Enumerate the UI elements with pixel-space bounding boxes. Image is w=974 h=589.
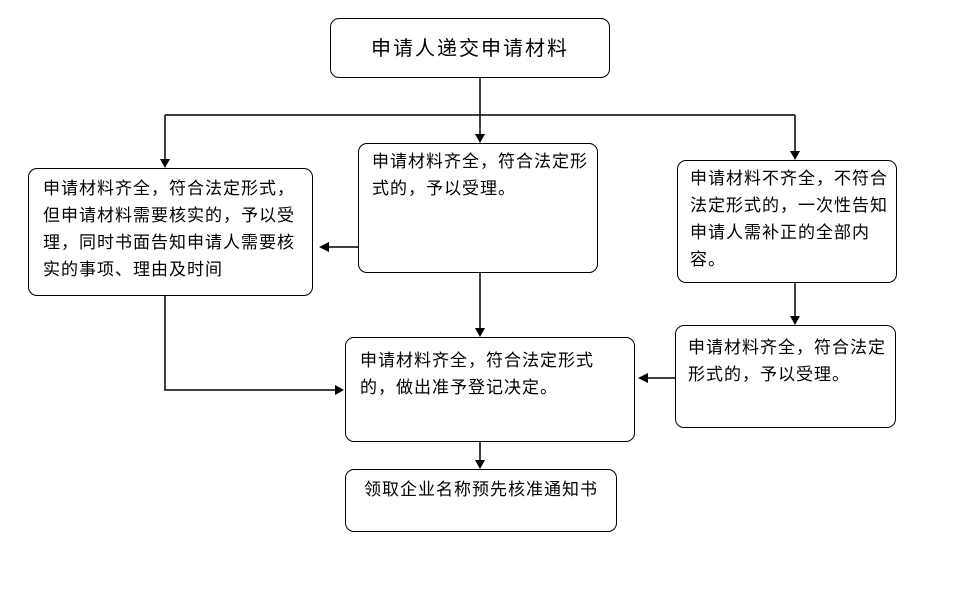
node-receive-notice: 领取企业名称预先核准通知书	[345, 469, 617, 532]
node-submit-materials: 申请人递交申请材料	[330, 18, 610, 78]
node-notify-correction: 申请材料不齐全，不符合法定形式的，一次性告知申请人需补正的全部内容。	[677, 160, 897, 283]
node-approve-registration: 申请材料齐全，符合法定形式的，做出准予登记决定。	[345, 337, 635, 442]
node-accept-direct-label: 申请材料齐全，符合法定形式的，予以受理。	[372, 152, 588, 199]
node-accept-direct: 申请材料齐全，符合法定形式的，予以受理。	[358, 143, 598, 273]
node-accept-with-verification: 申请材料齐全，符合法定形式，但申请材料需要核实的，予以受理，同时书面告知申请人需…	[28, 168, 313, 296]
arrowhead-down-to-review-verify	[160, 159, 170, 168]
node-accept-after-correction-label: 申请材料齐全，符合法定形式的，予以受理。	[688, 338, 886, 385]
arrowhead-down-to-receive-notice	[475, 460, 485, 469]
arrowhead-right-to-approve-registration	[335, 385, 344, 395]
arrowhead-down-to-accept-direct	[475, 134, 485, 143]
arrowhead-down-to-notify-correction	[790, 151, 800, 160]
arrowhead-down-to-accept-after-correction	[790, 316, 800, 325]
node-approve-registration-label: 申请材料齐全，符合法定形式的，做出准予登记决定。	[360, 351, 594, 398]
node-accept-after-correction: 申请材料齐全，符合法定形式的，予以受理。	[675, 325, 896, 428]
node-notify-correction-label: 申请材料不齐全，不符合法定形式的，一次性告知申请人需补正的全部内容。	[690, 169, 888, 270]
arrowhead-left-to-review-verify	[319, 242, 329, 252]
node-accept-with-verification-label: 申请材料齐全，符合法定形式，但申请材料需要核实的，予以受理，同时书面告知申请人需…	[43, 179, 295, 280]
node-submit-materials-label: 申请人递交申请材料	[371, 35, 569, 60]
arrowhead-down-to-approve-registration	[475, 328, 485, 337]
node-receive-notice-label: 领取企业名称预先核准通知书	[364, 480, 598, 500]
arrowhead-left-to-approve-registration	[638, 373, 648, 383]
